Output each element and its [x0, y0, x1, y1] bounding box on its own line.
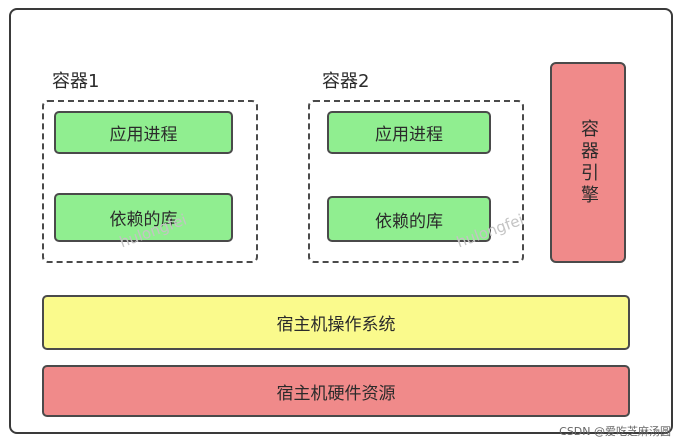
- container-2-app-process-label: 应用进程: [375, 125, 443, 145]
- host-hardware-layer: 宿主机硬件资源: [42, 365, 630, 417]
- container-1-label: 容器1: [52, 71, 100, 92]
- host-hardware-label: 宿主机硬件资源: [276, 383, 396, 404]
- container-2-app-process: 应用进程: [327, 111, 491, 154]
- host-os-label: 宿主机操作系统: [276, 315, 396, 335]
- host-os-layer: 宿主机操作系统: [42, 295, 630, 350]
- container-2-dependency-libs: 依赖的库: [327, 196, 491, 242]
- container-1-dependency-libs: 依赖的库: [54, 193, 233, 242]
- container-1-dependency-libs-label: 依赖的库: [109, 210, 178, 230]
- container-1-boundary: [42, 100, 258, 263]
- container-engine: 容器引擎: [550, 62, 626, 263]
- container-2-boundary: [308, 100, 524, 263]
- container-2-dependency-libs-label: 依赖的库: [375, 211, 443, 232]
- container-1-app-process: 应用进程: [54, 111, 233, 154]
- container-2-label: 容器2: [322, 71, 370, 92]
- source-caption: CSDN @爱吃芝麻汤圆: [559, 425, 671, 438]
- container-engine-label: 容器引擎: [578, 118, 599, 207]
- container-1-app-process-label: 应用进程: [109, 125, 178, 145]
